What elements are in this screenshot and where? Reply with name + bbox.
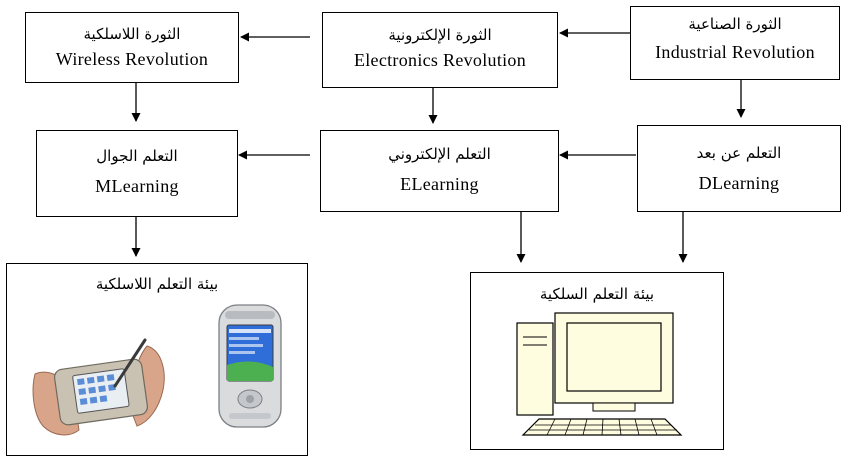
wired-environment-box: بيئة التعلم السلكية bbox=[470, 272, 724, 450]
handheld-device-icon bbox=[32, 338, 165, 436]
wireless-environment-title: بيئة التعلم اللاسلكية bbox=[95, 275, 219, 293]
wireless-revolution-box: الثورة اللاسلكية Wireless Revolution bbox=[25, 12, 239, 83]
industrial-revolution-ar: الثورة الصناعية bbox=[688, 15, 782, 33]
electronics-revolution-box: الثورة الإلكترونية Electronics Revolutio… bbox=[322, 12, 558, 88]
wireless-environment-box: بيئة التعلم اللاسلكية bbox=[6, 263, 308, 456]
industrial-revolution-box: الثورة الصناعية Industrial Revolution bbox=[630, 6, 840, 80]
electronics-revolution-ar: الثورة الإلكترونية bbox=[388, 26, 492, 44]
dlearning-ar: التعلم عن بعد bbox=[696, 144, 782, 162]
elearning-ar: التعلم الإلكتروني bbox=[388, 145, 491, 163]
dlearning-en: DLearning bbox=[698, 173, 780, 193]
mlearning-ar: التعلم الجوال bbox=[96, 147, 178, 165]
dlearning-box: التعلم عن بعد DLearning bbox=[637, 125, 841, 212]
electronics-revolution-en: Electronics Revolution bbox=[353, 50, 527, 70]
wireless-revolution-en: Wireless Revolution bbox=[55, 49, 209, 69]
pda-phone-icon bbox=[218, 304, 282, 428]
desktop-computer-icon bbox=[516, 312, 683, 436]
mlearning-en: MLearning bbox=[95, 176, 179, 196]
industrial-revolution-en: Industrial Revolution bbox=[655, 42, 815, 62]
wired-environment-title: بيئة التعلم السلكية bbox=[539, 285, 655, 303]
wireless-revolution-ar: الثورة اللاسلكية bbox=[83, 25, 181, 43]
mlearning-box: التعلم الجوال MLearning bbox=[36, 130, 238, 217]
elearning-en: ELearning bbox=[400, 174, 479, 194]
elearning-box: التعلم الإلكتروني ELearning bbox=[320, 130, 559, 212]
